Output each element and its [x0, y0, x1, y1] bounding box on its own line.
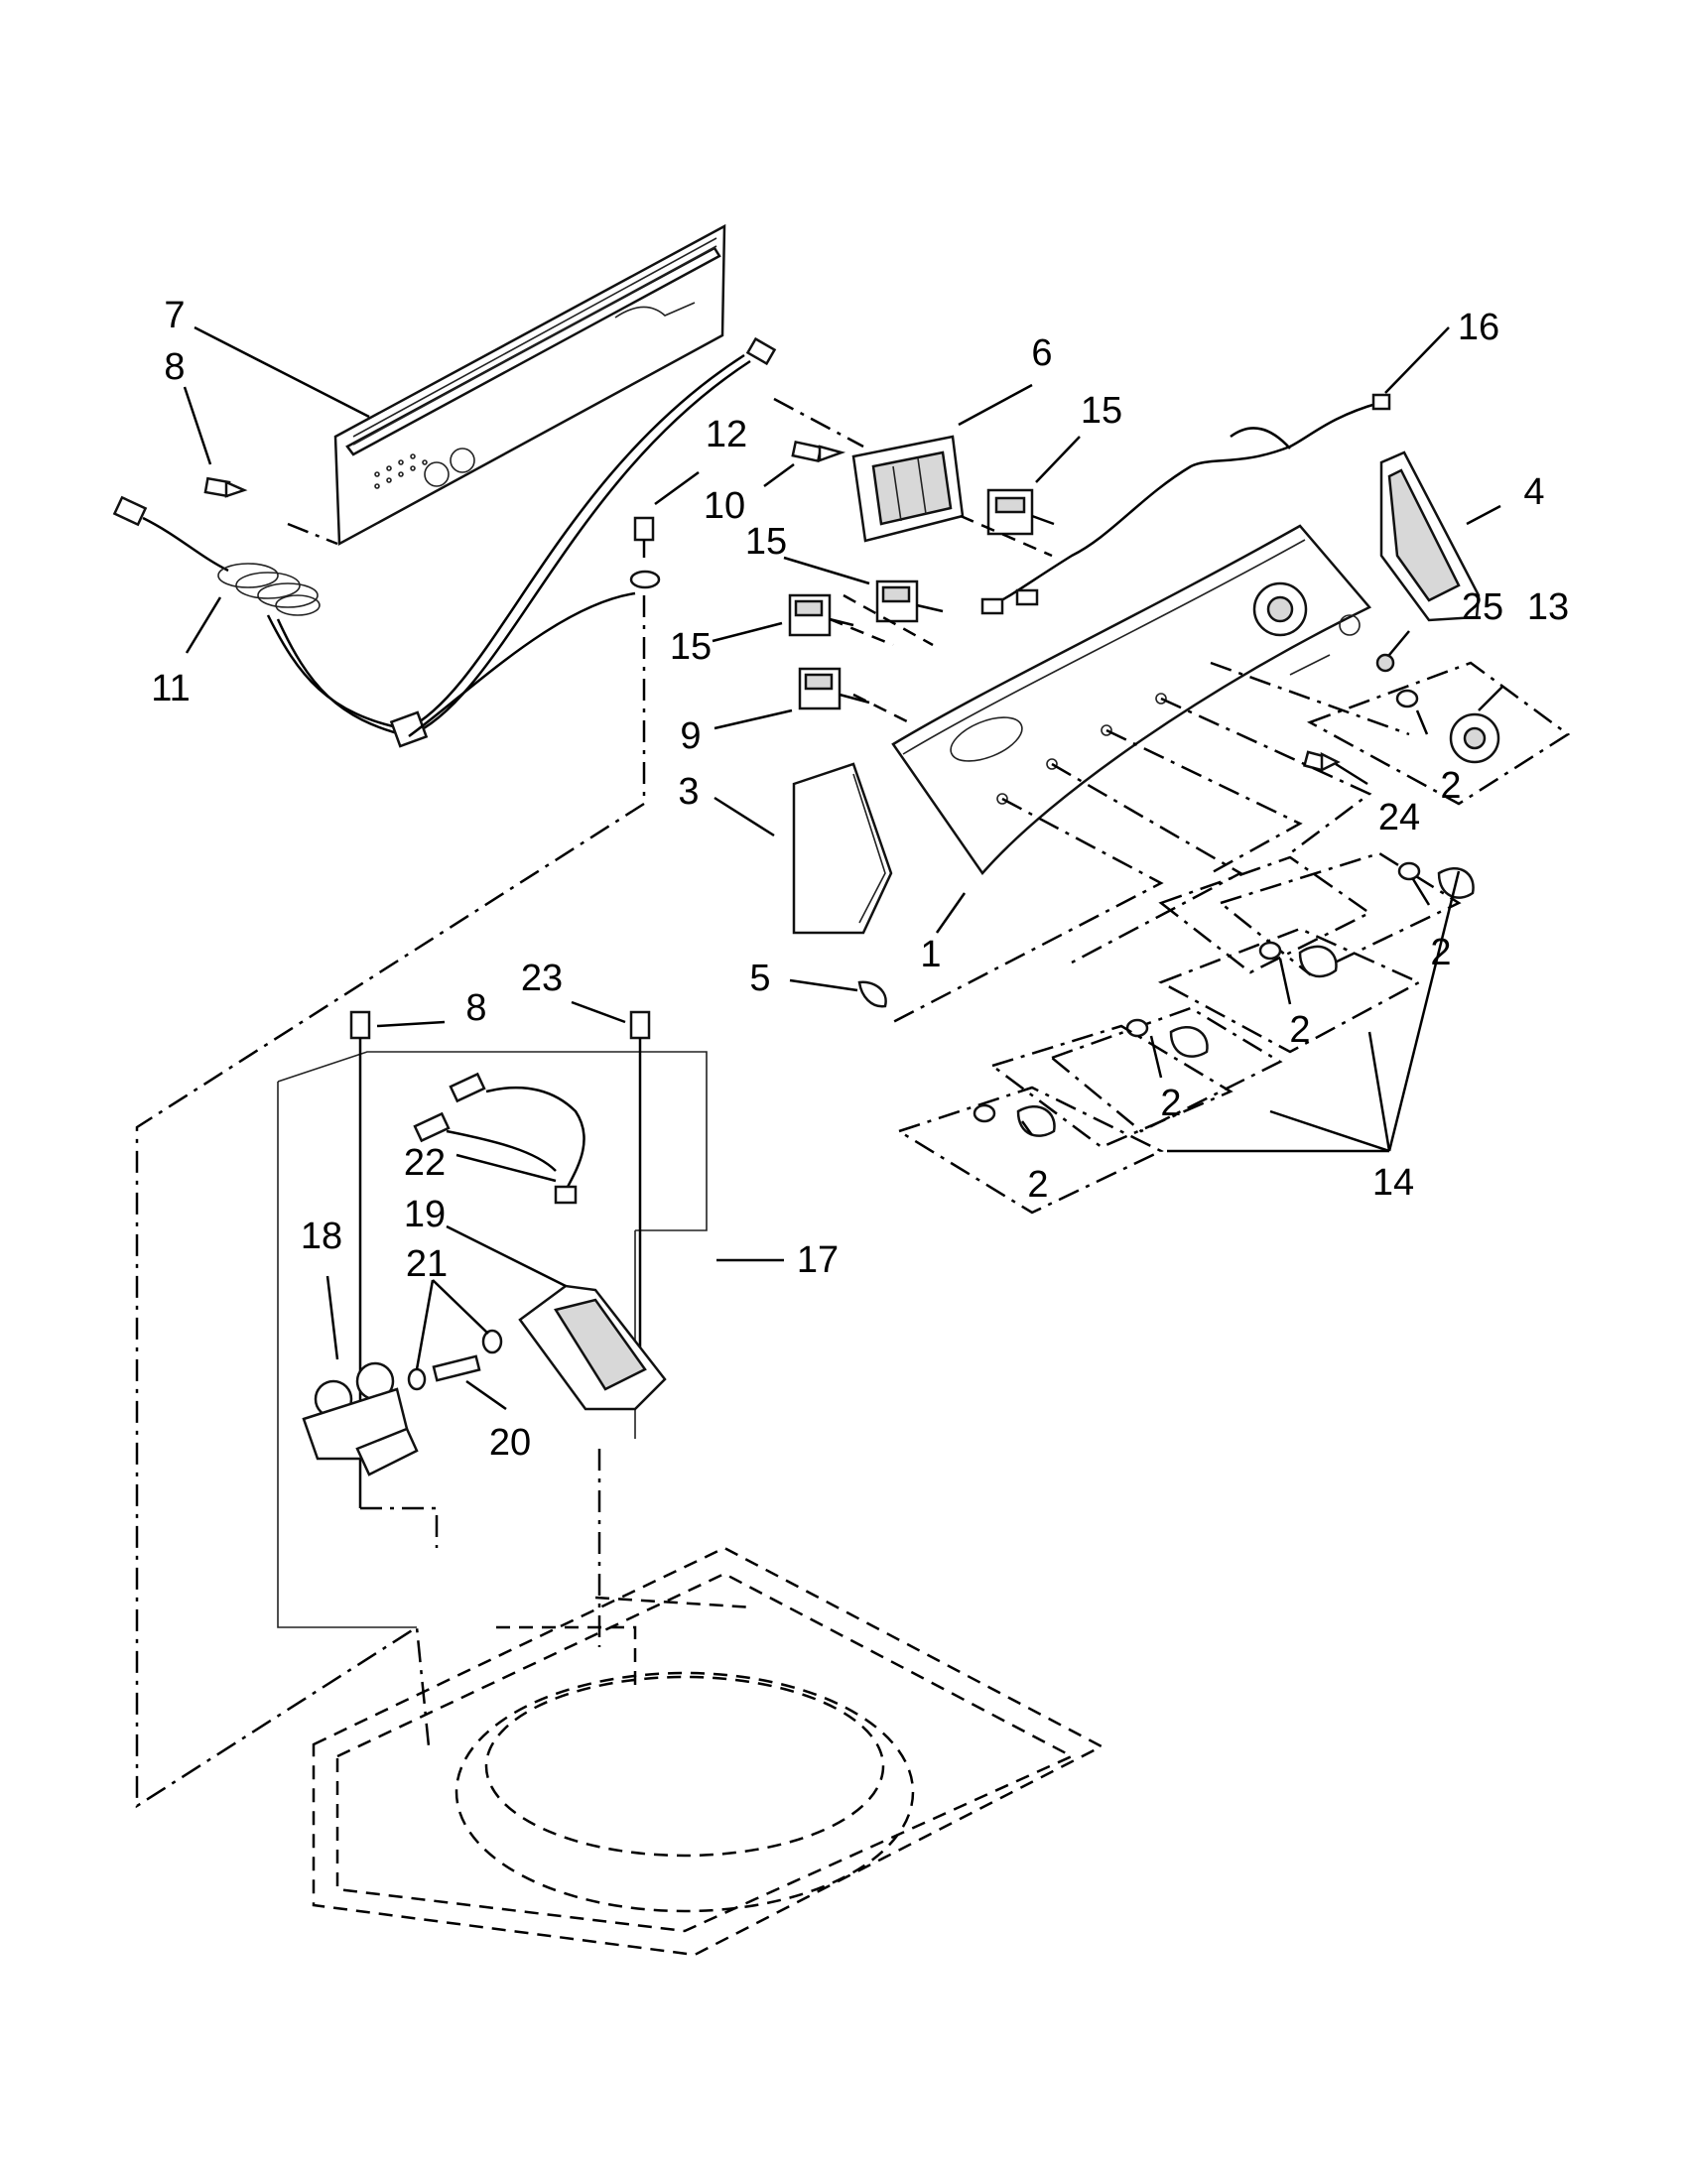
callout-22: 22: [404, 1142, 446, 1184]
part-11-power-cord: [112, 336, 777, 748]
callout-21: 21: [406, 1243, 448, 1285]
callout-19: 19: [404, 1194, 446, 1235]
part-3-end-cap: [792, 762, 893, 935]
callout-9: 9: [680, 715, 701, 757]
callout-3: 3: [678, 771, 699, 813]
part-8-screw-top: [203, 476, 248, 498]
callout-17: 17: [797, 1239, 839, 1281]
callout-8: 8: [164, 346, 185, 388]
part-16-wire-harness: [980, 393, 1391, 615]
part-24-screw: [1302, 750, 1341, 773]
part-21-clamp-a: [407, 1367, 427, 1391]
leader-arrows: [183, 325, 1503, 1411]
callout-2: 2: [1027, 1164, 1048, 1206]
console-guide-lines: [773, 397, 1410, 1024]
knob-box-2: [1158, 927, 1422, 1054]
knob-box-5: [989, 1024, 1234, 1149]
callout-13: 13: [1527, 586, 1569, 628]
part-10-screw: [791, 440, 846, 463]
callout-11: 11: [151, 668, 190, 709]
part-21-clamp-b: [481, 1329, 503, 1354]
part-5-clip: [857, 980, 887, 1008]
knob-box-4: [896, 1086, 1164, 1215]
part-25-nut: [1375, 653, 1395, 673]
callout-15: 15: [745, 521, 787, 563]
callout-2: 2: [1430, 932, 1451, 973]
callout-2: 2: [1160, 1083, 1181, 1124]
callout-24: 24: [1378, 797, 1420, 838]
part-23-screw: [629, 1010, 651, 1389]
part-18-water-valve: [302, 1361, 419, 1477]
callout-14: 14: [1372, 1162, 1414, 1204]
knob-box-3: [1049, 1006, 1283, 1133]
knob-box-6: [1158, 855, 1372, 974]
callout-4: 4: [1523, 471, 1544, 513]
callout-18: 18: [301, 1216, 342, 1257]
part-15-switch-a: [986, 488, 1055, 536]
part-12-screw: [629, 516, 661, 589]
callout-25: 25: [1462, 586, 1503, 628]
callout-2: 2: [1289, 1009, 1310, 1051]
callout-6: 6: [1031, 332, 1052, 374]
part-1-console: [891, 524, 1371, 876]
part-15-switch-b: [875, 579, 944, 623]
part-6-control-board: [851, 435, 965, 543]
callout-1: 1: [920, 934, 941, 975]
part-22-harness: [413, 1072, 585, 1205]
callout-5: 5: [749, 958, 770, 999]
assembly-guide-lines: [135, 522, 646, 1809]
part-4-end-cap: [1379, 450, 1481, 622]
part-9-switch: [798, 667, 870, 710]
callout-20: 20: [489, 1422, 531, 1464]
callout-8: 8: [465, 987, 486, 1029]
knob-box-13: [1306, 661, 1571, 806]
callout-15: 15: [670, 626, 712, 668]
callout-12: 12: [706, 414, 747, 455]
callout-15: 15: [1081, 390, 1122, 432]
part-19-dispenser: [518, 1284, 667, 1411]
part-7-rear-panel: [333, 223, 726, 547]
washer-top-base: [312, 1546, 1104, 1957]
part-20-hose: [432, 1354, 481, 1382]
callout-7: 7: [164, 295, 185, 336]
part-15-switch-c: [788, 593, 854, 637]
callout-labels: 7 8 11 12 10 6 15 16 4 15 15 9 3 25 13 2…: [151, 295, 1569, 1464]
callout-10: 10: [704, 485, 745, 527]
callout-16: 16: [1458, 307, 1499, 348]
callout-23: 23: [521, 958, 563, 999]
callout-2: 2: [1440, 765, 1461, 807]
